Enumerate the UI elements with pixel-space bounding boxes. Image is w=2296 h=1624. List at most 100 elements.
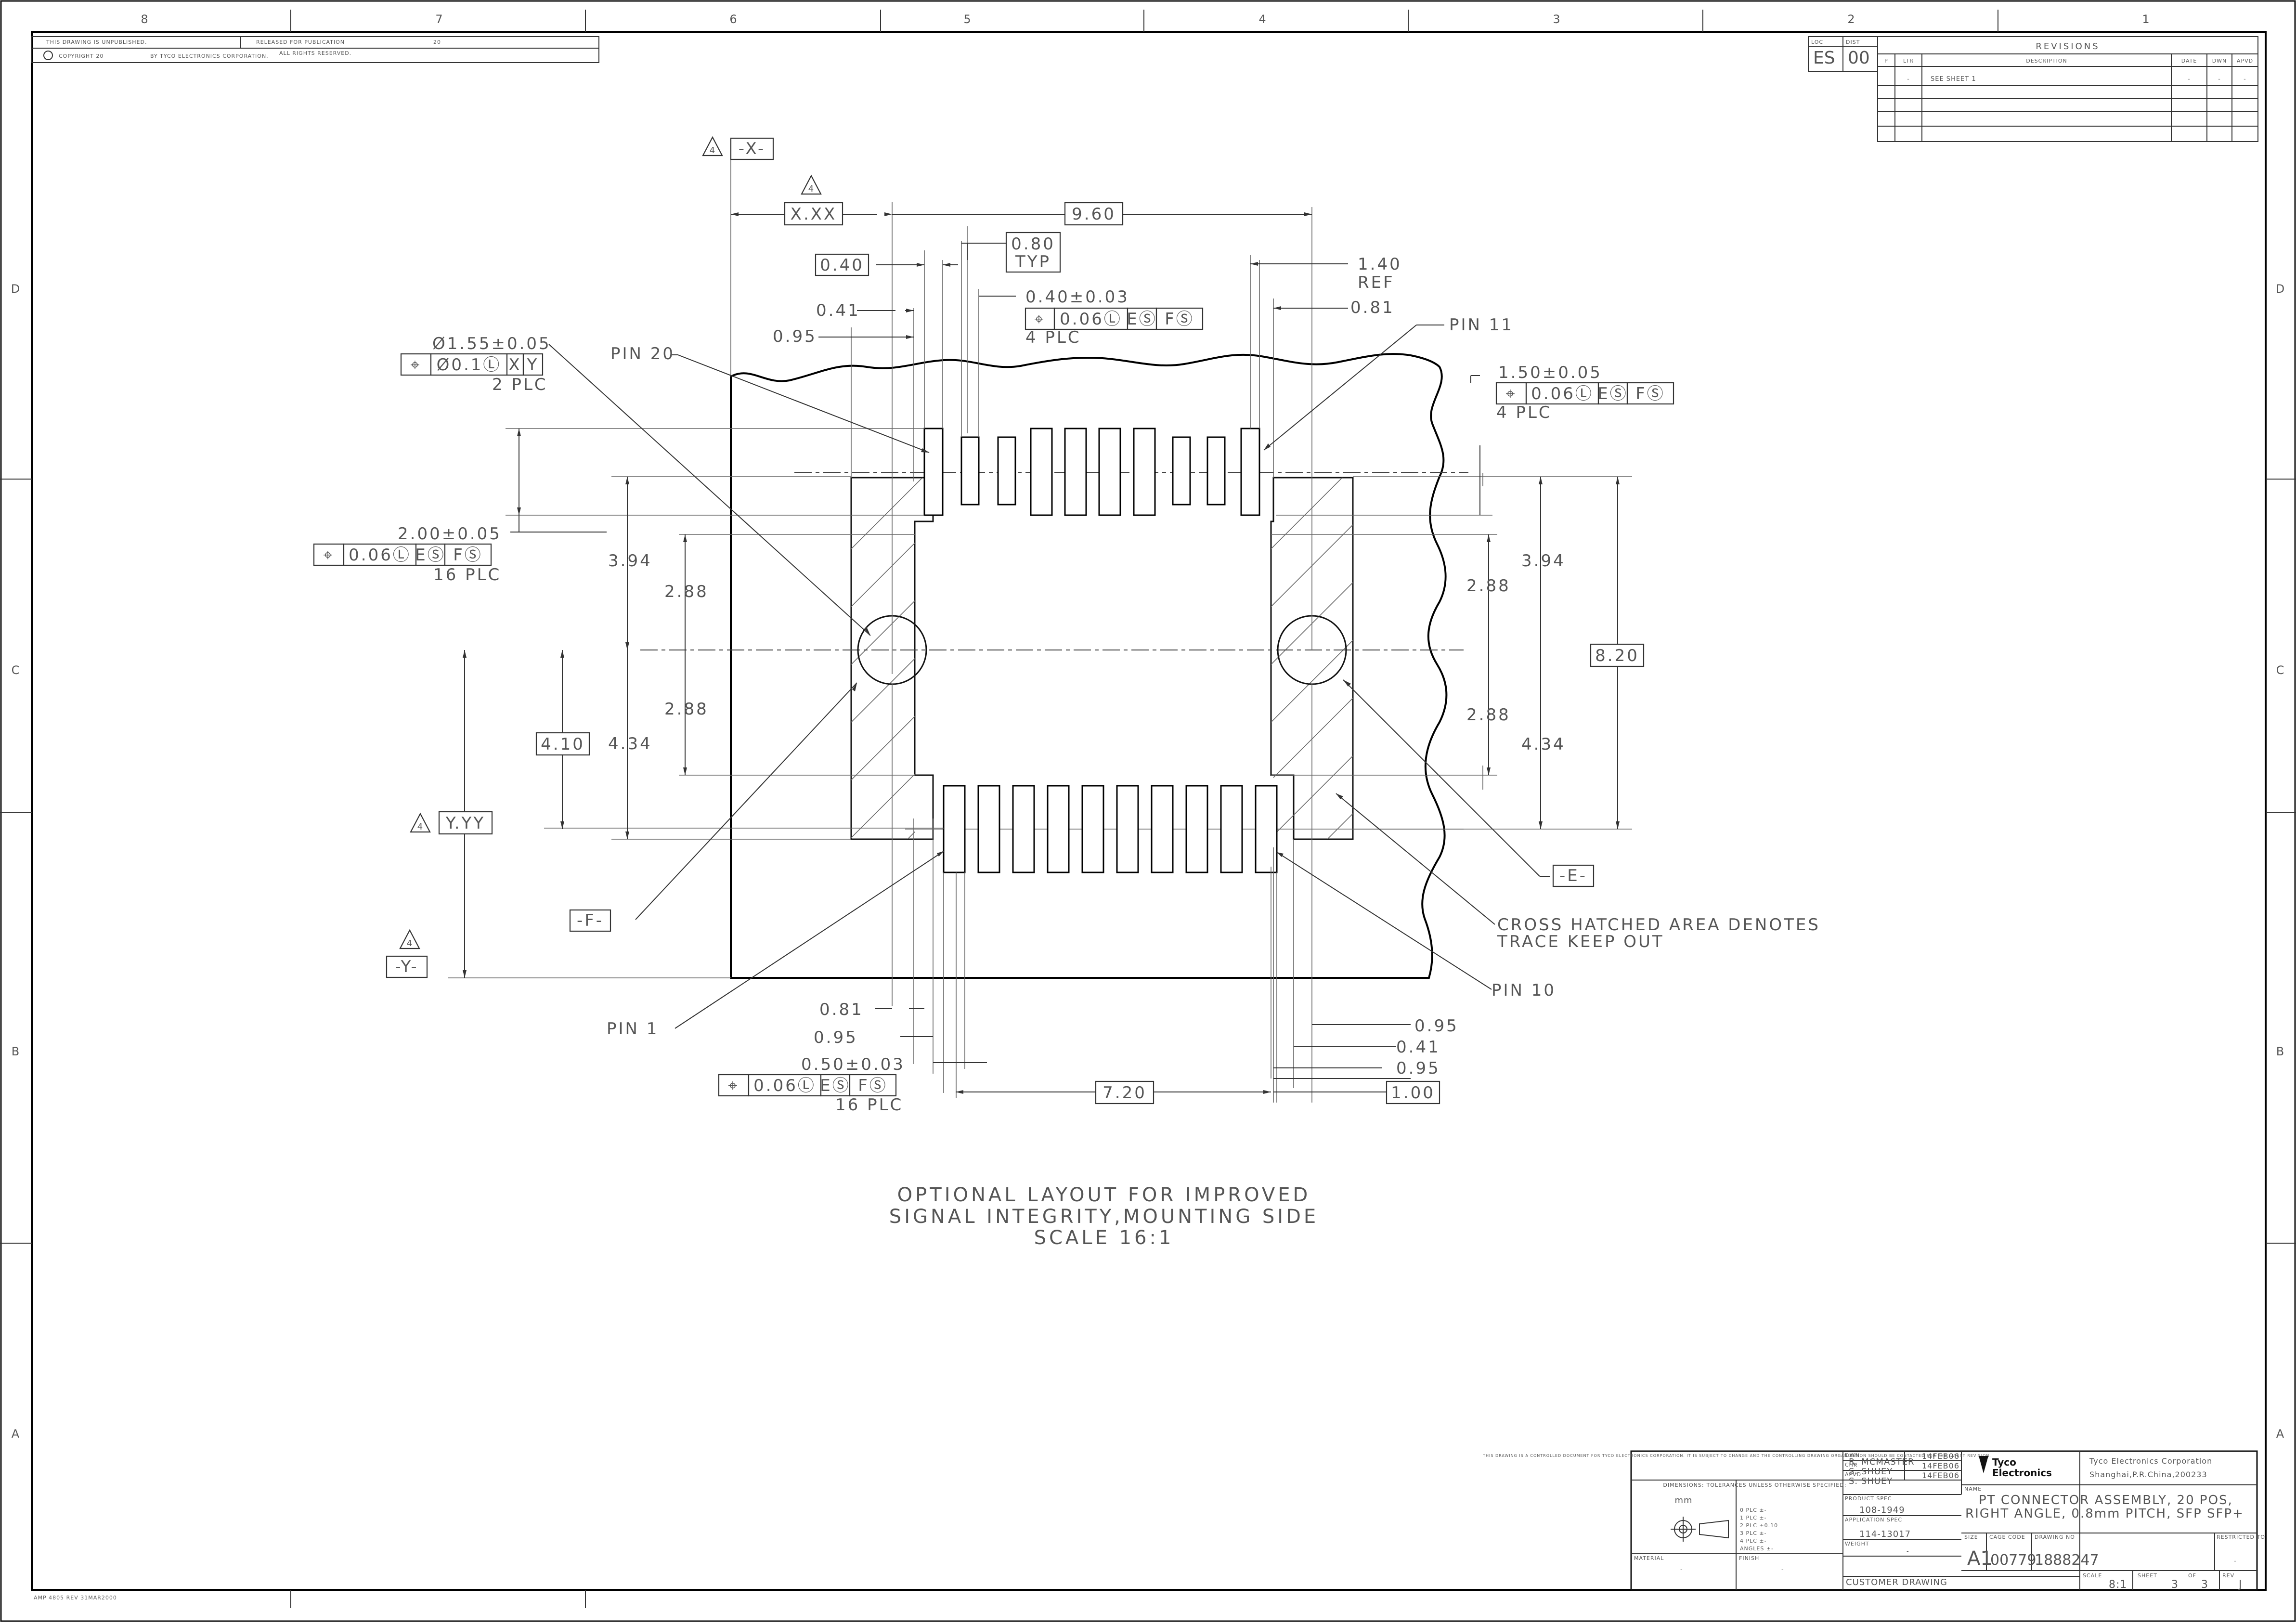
form-number: AMP 4805 REV 31MAR2000: [34, 1595, 117, 1601]
copyright-icon: [43, 51, 53, 60]
pin-1-label: PIN 1: [607, 1019, 659, 1039]
dim-0-80: 0.80: [1011, 234, 1055, 254]
control-note: THIS DRAWING IS A CONTROLLED DOCUMENT FO…: [1482, 1454, 1991, 1458]
position-icon: ⌖: [728, 1076, 739, 1095]
rev-row-date: -: [2188, 76, 2191, 83]
dim-x-xx: X.XX: [791, 205, 837, 224]
revisions-block: LOC ES DIST 00 REVISIONS P LTR DESCRIPTI…: [1808, 36, 2258, 142]
rev-col-ltr: LTR: [1903, 58, 1914, 64]
part-name-line2: RIGHT ANGLE, 0.8mm PITCH, SFP SFP+: [1965, 1507, 2244, 1521]
basic-dim-box: [438, 811, 493, 835]
dim-2-00: 2.00±0.05: [398, 524, 502, 544]
cage-value: 00779: [1990, 1552, 2036, 1569]
logo-text-1: Tyco: [1992, 1456, 2016, 1468]
drawing-no-label: DRAWING NO: [2035, 1534, 2075, 1540]
basic-dim-box: [1590, 643, 1645, 667]
copyright-note: COPYRIGHT 20: [59, 53, 104, 59]
revision-flag-icon: [702, 136, 723, 156]
basic-dim-box: [784, 202, 843, 226]
dwn-date: 14FEB06: [1922, 1452, 1959, 1461]
dim-3-94-right: 3.94: [1521, 551, 1566, 571]
material-value: -: [1680, 1566, 1683, 1573]
caption-line2: SIGNAL INTEGRITY,MOUNTING SIDE: [889, 1206, 1319, 1228]
tolerance-row: 3 PLC ±-: [1740, 1530, 1767, 1536]
unpublished-note: THIS DRAWING IS UNPUBLISHED.: [46, 39, 147, 45]
fcf-datum-y: Y: [527, 355, 539, 375]
apvd-date: 14FEB06: [1922, 1471, 1959, 1480]
logo-text-2: Electronics: [1992, 1467, 2052, 1479]
fcf-datum-x: X: [508, 355, 521, 375]
dimensions-unit: mm: [1674, 1495, 1692, 1506]
rev-row-dwn: -: [2218, 76, 2221, 83]
zone-label-top: 4: [1258, 13, 1266, 26]
fcf-datum-f: FⓈ: [1635, 384, 1665, 403]
apvd-name: S. SHUEY: [1849, 1476, 1893, 1486]
fcf-tolerance: 0.06Ⓛ: [1531, 384, 1594, 403]
dim-0-95-right-1: 0.95: [1414, 1016, 1459, 1036]
rev-label: REV: [2222, 1572, 2234, 1579]
revision-flag-icon: [801, 174, 822, 195]
bottom-pad: [1185, 785, 1208, 873]
flag-number: 4: [417, 822, 423, 832]
dim-4-34-left: 4.34: [608, 734, 652, 754]
position-icon: ⌖: [323, 546, 334, 565]
scale-value: 8:1: [2109, 1579, 2127, 1591]
size-value: A1: [1967, 1547, 1993, 1570]
company-name: Tyco Electronics Corporation: [2089, 1456, 2212, 1466]
loc-label: LOC: [1811, 39, 1823, 45]
dim-2-88-right-top: 2.88: [1466, 576, 1511, 596]
weight: -: [1907, 1548, 1909, 1555]
fcf-tolerance: Ø0.1Ⓛ: [437, 355, 502, 375]
fcf-tolerance: 0.06Ⓛ: [349, 546, 411, 565]
copyright-by: BY TYCO ELECTRONICS CORPORATION.: [150, 53, 269, 59]
dwn-name: R. MCMASTER: [1849, 1457, 1915, 1467]
position-icon: ⌖: [1034, 310, 1045, 329]
dim-4-10: 4.10: [541, 735, 585, 754]
dim-0-81-top: 0.81: [1350, 298, 1395, 317]
fcf-top-center: ⌖ 0.06Ⓛ EⓈ FⓈ: [1025, 307, 1204, 330]
zone-label-right: B: [2276, 1045, 2284, 1058]
part-name-line1: PT CONNECTOR ASSEMBLY, 20 POS,: [1979, 1493, 2233, 1507]
dim-4-plc: 4 PLC: [1025, 328, 1081, 347]
dim-1-50: 1.50±0.05: [1498, 363, 1602, 382]
rev-value: J: [2238, 1579, 2243, 1591]
connector-outline: [730, 353, 1448, 979]
dim-16-plc: 16 PLC: [433, 565, 501, 585]
dim-2-plc: 2 PLC: [492, 375, 548, 394]
fcf-datum-e: EⓈ: [1127, 310, 1157, 329]
rights-note: ALL RIGHTS RESERVED.: [279, 50, 351, 56]
rev-col-desc: DESCRIPTION: [2026, 58, 2067, 64]
rev-col-date: DATE: [2181, 58, 2197, 64]
top-pad: [1240, 428, 1260, 516]
caption-line1: OPTIONAL LAYOUT FOR IMPROVED: [897, 1184, 1311, 1206]
released-note: RELEASED FOR PUBLICATION: [256, 39, 345, 45]
rev-col-p: P: [1884, 58, 1888, 64]
dim-3-94-left: 3.94: [608, 551, 652, 571]
tolerance-row: 4 PLC ±-: [1740, 1538, 1767, 1544]
position-icon: ⌖: [410, 355, 421, 375]
zone-label-top: 3: [1553, 13, 1560, 26]
dim-7-20: 7.20: [1103, 1083, 1147, 1103]
bottom-pad: [977, 785, 1000, 873]
bottom-pad: [1012, 785, 1035, 873]
inner-border: [31, 31, 2267, 1591]
bottom-pad: [1220, 785, 1243, 873]
dwn-label: DWN: [1845, 1452, 1860, 1458]
rev-col-dwn: DWN: [2212, 58, 2227, 64]
material-label: MATERIAL: [1634, 1555, 1664, 1561]
dim-2-88-right-bottom: 2.88: [1466, 705, 1511, 725]
fcf-datum-e: EⓈ: [415, 546, 445, 565]
dim-0-95-bottom: 0.95: [814, 1028, 858, 1047]
top-pad: [1172, 436, 1191, 506]
fcf-right: ⌖ 0.06Ⓛ EⓈ FⓈ: [1495, 382, 1674, 405]
fcf-datum-e: EⓈ: [820, 1076, 850, 1095]
datum-f-box: [569, 909, 611, 932]
restricted-label: RESTRICTED TO: [2217, 1534, 2265, 1540]
fcf-tolerance: 0.06Ⓛ: [753, 1076, 816, 1095]
dim-0-41-top: 0.41: [816, 301, 860, 320]
customer-drawing: CUSTOMER DRAWING: [1846, 1577, 1947, 1587]
dimension-lines: [464, 214, 1618, 1092]
dim-2-88-left-top: 2.88: [664, 582, 709, 601]
